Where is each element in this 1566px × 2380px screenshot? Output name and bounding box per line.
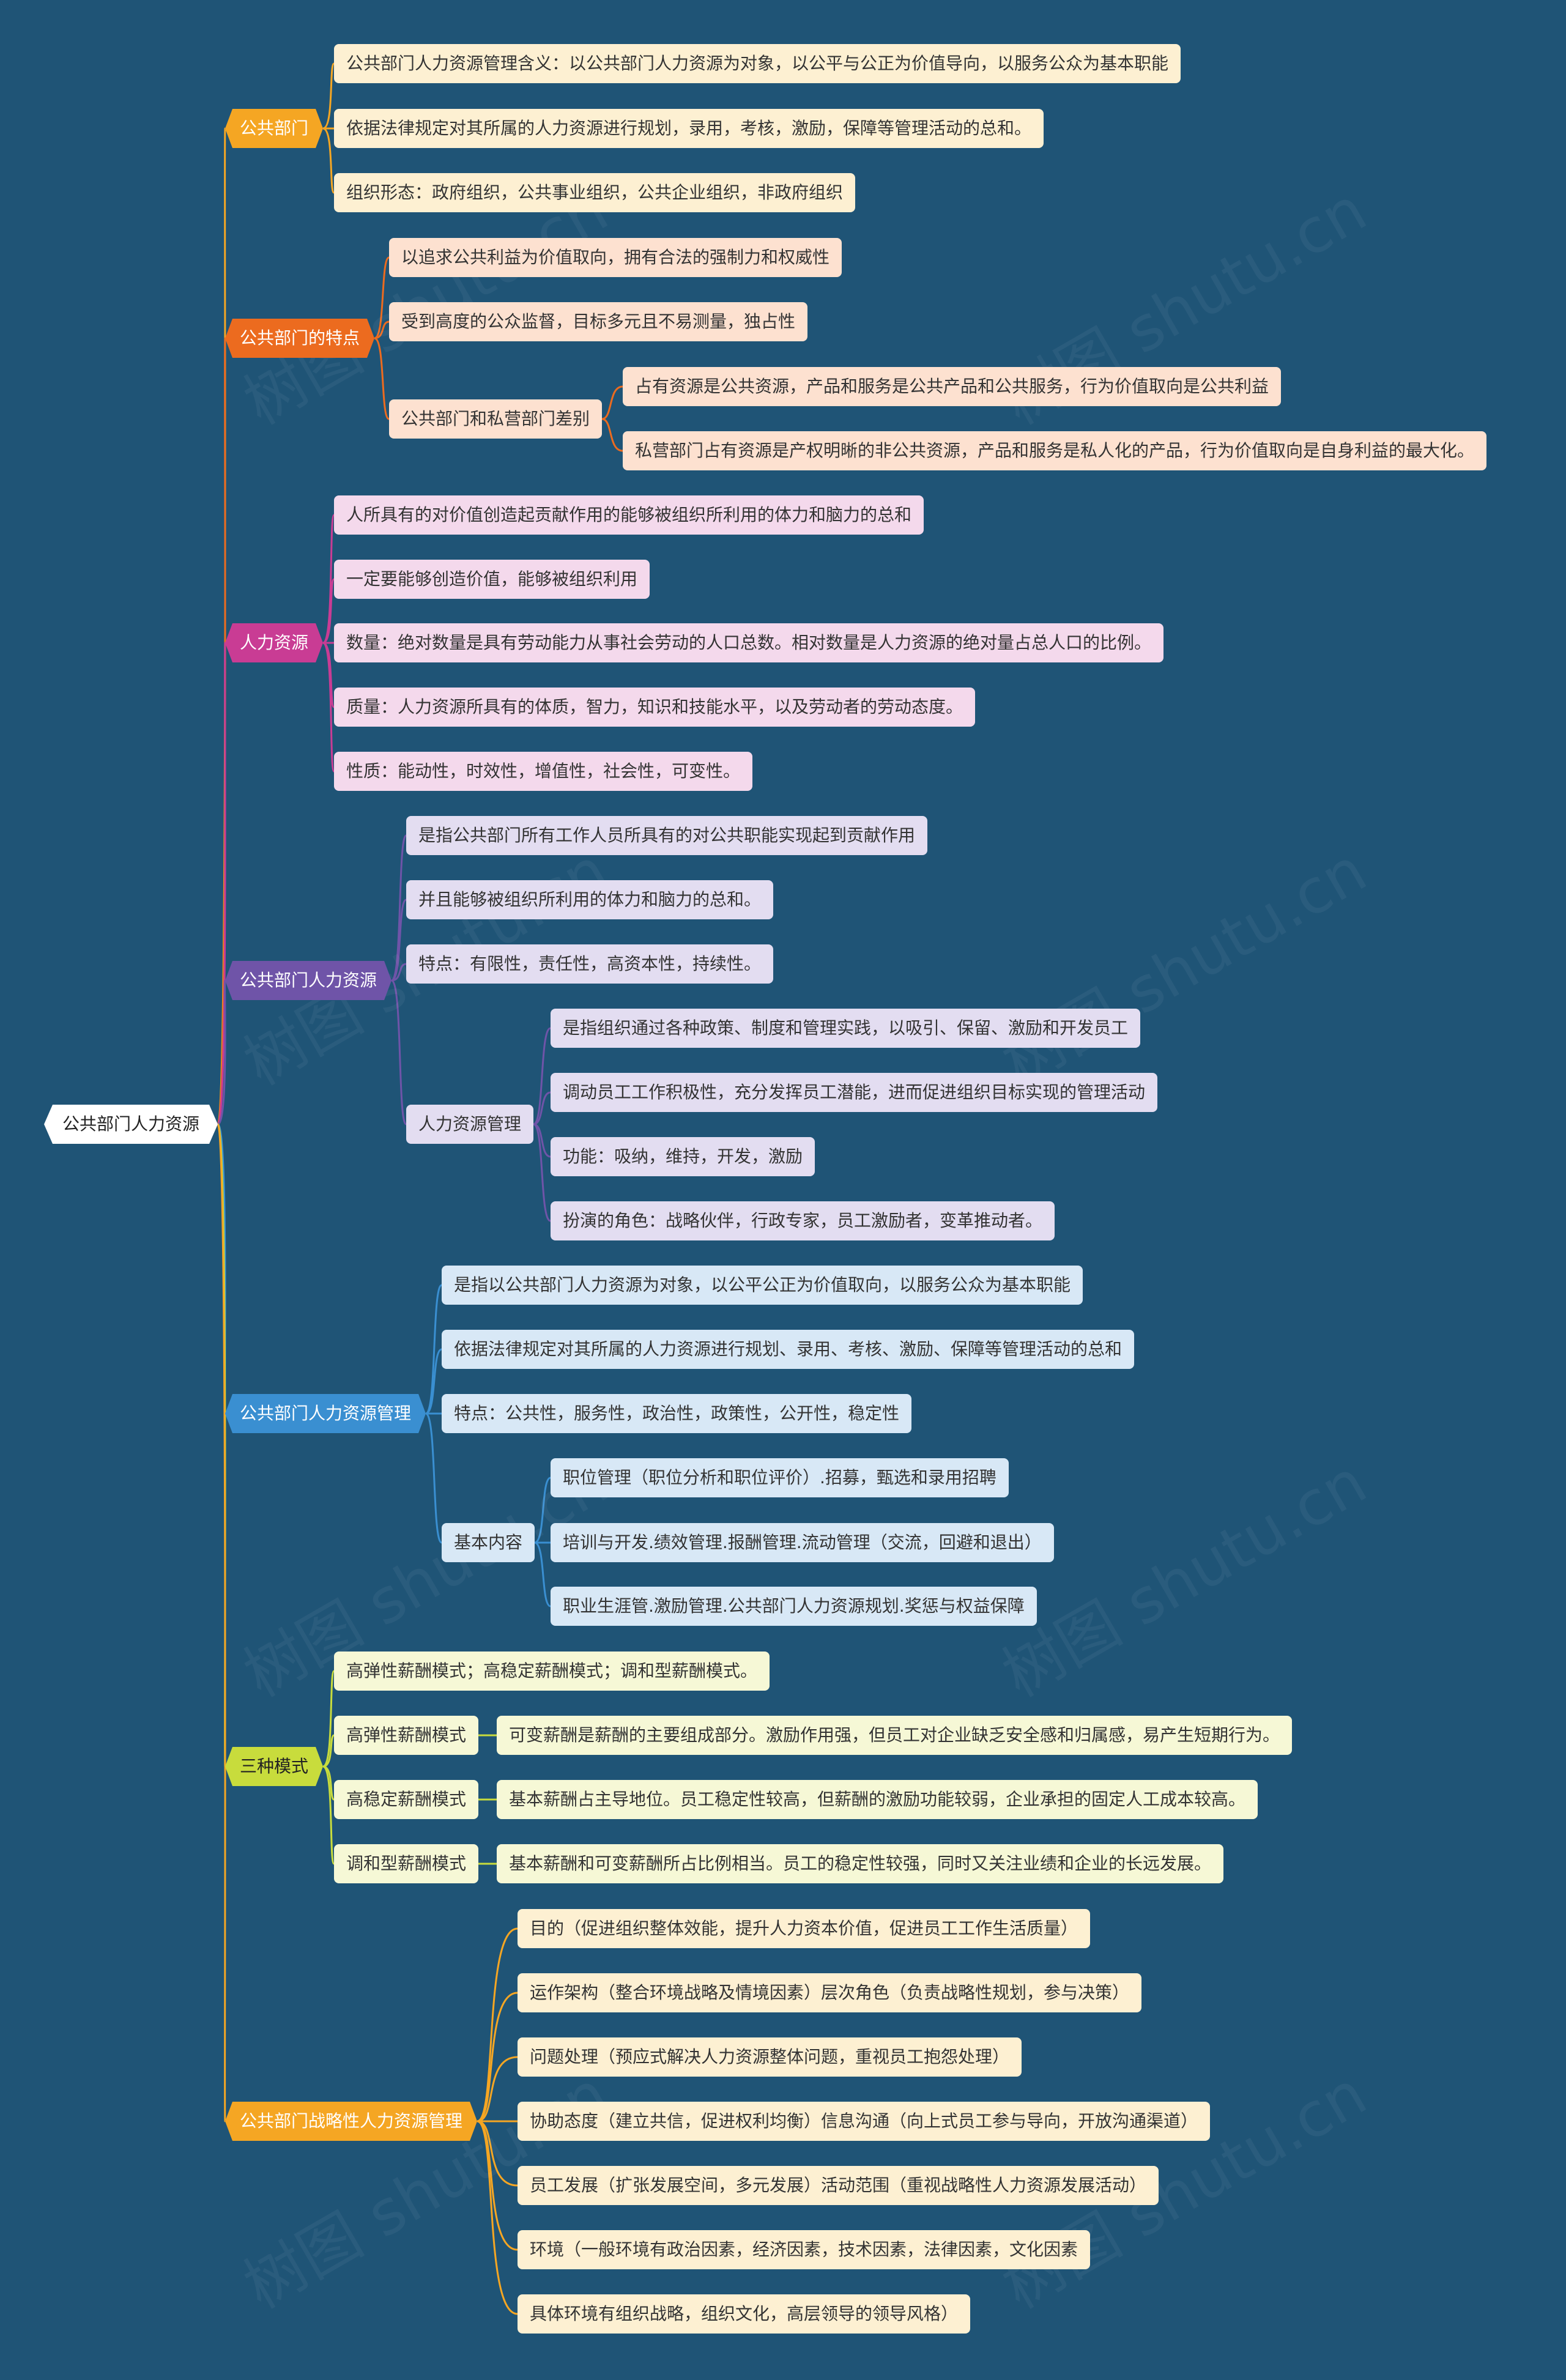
leaf-node[interactable]: 数量：绝对数量是具有劳动能力从事社会劳动的人口总数。相对数量是人力资源的绝对量占…: [334, 623, 1164, 662]
connector-line: [322, 514, 335, 644]
leaf-node[interactable]: 公共部门人力资源管理含义：以公共部门人力资源为对象，以公平与公正为价值导向，以服…: [334, 44, 1181, 83]
connector-line: [533, 1123, 551, 1222]
connector-line: [322, 62, 335, 130]
connector-line: [322, 642, 335, 708]
leaf-node[interactable]: 功能：吸纳，维持，开发，激励: [551, 1137, 815, 1176]
connector-line: [477, 1927, 518, 2122]
leaf-node[interactable]: 特点：有限性，责任性，高资本性，持续性。: [406, 944, 774, 984]
leaf-node[interactable]: 职业生涯管.激励管理.公共部门人力资源规划.奖惩与权益保障: [551, 1587, 1037, 1626]
connector-line: [390, 834, 407, 982]
root-node[interactable]: 公共部门人力资源: [44, 1105, 218, 1144]
sub-node[interactable]: 基本内容: [442, 1523, 535, 1562]
leaf-node[interactable]: 以追求公共利益为价值取向，拥有合法的强制力和权威性: [389, 238, 842, 277]
leaf-node[interactable]: 是指公共部门所有工作人员所具有的对公共职能实现起到贡献作用: [406, 816, 928, 855]
connector-line: [322, 578, 335, 644]
connector-line: [477, 2120, 518, 2187]
connector-line: [534, 1541, 551, 1607]
connector-line: [477, 2120, 518, 2315]
connector-line: [322, 1765, 335, 1865]
leaf-node[interactable]: 是指以公共部门人力资源为对象，以公平公正为价值取向，以服务公众为基本职能: [442, 1266, 1083, 1305]
connector-line: [217, 642, 226, 1125]
branch-node[interactable]: 人力资源: [225, 623, 323, 662]
sub-node[interactable]: 高弹性薪酬模式: [334, 1716, 479, 1755]
leaf-node[interactable]: 是指组织通过各种政策、制度和管理实践，以吸引、保留、激励和开发员工: [551, 1009, 1141, 1048]
sub-node[interactable]: 高稳定薪酬模式: [334, 1780, 479, 1819]
leaf-node[interactable]: 基本薪酬占主导地位。员工稳定性较高，但薪酬的激励功能较弱，企业承担的固定人工成本…: [497, 1780, 1258, 1819]
branch-node[interactable]: 公共部门人力资源: [225, 961, 392, 1000]
connector-line: [534, 1477, 551, 1544]
leaf-node[interactable]: 基本薪酬和可变薪酬所占比例相当。员工的稳定性较强，同时又关注业绩和企业的长远发展…: [497, 1844, 1224, 1883]
connector-line: [322, 1670, 335, 1768]
connector-line: [217, 1123, 226, 2122]
connector-line: [601, 418, 623, 452]
leaf-node[interactable]: 组织形态：政府组织，公共事业组织，公共企业组织，非政府组织: [334, 173, 856, 212]
connector-line: [322, 127, 335, 194]
branch-node[interactable]: 公共部门: [225, 109, 323, 148]
connector-line: [477, 1992, 518, 2122]
leaf-node[interactable]: 目的（促进组织整体效能，提升人力资本价值，促进员工工作生活质量）: [518, 1909, 1091, 1948]
leaf-node[interactable]: 员工发展（扩张发展空间，多元发展）活动范围（重视战略性人力资源发展活动）: [518, 2166, 1159, 2205]
leaf-node[interactable]: 扮演的角色：战略伙伴，行政专家，员工激励者，变革推动者。: [551, 1201, 1055, 1240]
leaf-node[interactable]: 并且能够被组织所利用的体力和脑力的总和。: [406, 880, 774, 919]
sub-node[interactable]: 人力资源管理: [406, 1105, 534, 1144]
leaf-node[interactable]: 调动员工工作积极性，充分发挥员工潜能，进而促进组织目标实现的管理活动: [551, 1073, 1158, 1112]
leaf-node[interactable]: 高弹性薪酬模式；高稳定薪酬模式；调和型薪酬模式。: [334, 1652, 770, 1691]
leaf-node[interactable]: 环境（一般环境有政治因素，经济因素，技术因素，法律因素，文化因素: [518, 2230, 1091, 2269]
leaf-node[interactable]: 受到高度的公众监督，目标多元且不易测量，独占性: [389, 302, 808, 341]
branch-node[interactable]: 公共部门人力资源管理: [225, 1394, 426, 1433]
connector-line: [477, 2056, 518, 2122]
sub-node[interactable]: 公共部门和私营部门差别: [389, 399, 603, 439]
leaf-node[interactable]: 依据法律规定对其所属的人力资源进行规划、录用、考核、激励、保障等管理活动的总和: [442, 1330, 1135, 1369]
leaf-node[interactable]: 一定要能够创造价值，能够被组织利用: [334, 560, 650, 599]
connector-line: [391, 963, 407, 982]
sub-node[interactable]: 调和型薪酬模式: [334, 1844, 479, 1883]
leaf-node[interactable]: 可变薪酬是薪酬的主要组成部分。激励作用强，但员工对企业缺乏安全感和归属感，易产生…: [497, 1716, 1293, 1755]
leaf-node[interactable]: 人所具有的对价值创造起贡献作用的能够被组织所利用的体力和脑力的总和: [334, 495, 924, 535]
leaf-node[interactable]: 具体环境有组织战略，组织文化，高层领导的领导风格）: [518, 2294, 971, 2334]
connector-line: [217, 979, 226, 1125]
leaf-node[interactable]: 职位管理（职位分析和职位评价）.招募，甄选和录用招聘: [551, 1458, 1009, 1497]
connector-line: [477, 2120, 518, 2251]
connector-line: [374, 256, 390, 339]
leaf-node[interactable]: 运作架构（整合环境战略及情境因素）层次角色（负责战略性规划，参与决策）: [518, 1973, 1142, 2012]
branch-node[interactable]: 公共部门的特点: [225, 319, 374, 358]
connector-line: [322, 1734, 335, 1768]
branch-node[interactable]: 三种模式: [225, 1747, 323, 1786]
connector-line: [425, 1284, 443, 1415]
leaf-node[interactable]: 性质：能动性，时效性，增值性，社会性，可变性。: [334, 752, 753, 791]
branch-node[interactable]: 公共部门战略性人力资源管理: [225, 2102, 477, 2141]
leaf-node[interactable]: 依据法律规定对其所属的人力资源进行规划，录用，考核，激励，保障等管理活动的总和。: [334, 109, 1044, 148]
connector-line: [425, 1348, 442, 1415]
connector-line: [425, 1412, 443, 1544]
connector-line: [533, 1123, 551, 1158]
leaf-node[interactable]: 私营部门占有资源是产权明晰的非公共资源，产品和服务是私人化的产品，行为价值取向是…: [623, 431, 1487, 470]
connector-line: [391, 899, 407, 982]
connector-line: [390, 979, 407, 1125]
connector-line: [533, 1027, 551, 1125]
leaf-node[interactable]: 质量：人力资源所具有的体质，智力，知识和技能水平，以及劳动者的劳动态度。: [334, 688, 976, 727]
leaf-node[interactable]: 占有资源是公共资源，产品和服务是公共产品和公共服务，行为价值取向是公共利益: [623, 367, 1282, 406]
leaf-node[interactable]: 培训与开发.绩效管理.报酬管理.流动管理（交流，回避和退出）: [551, 1523, 1054, 1562]
leaf-node[interactable]: 问题处理（预应式解决人力资源整体问题，重视员工抱怨处理）: [518, 2037, 1022, 2077]
connector-line: [374, 337, 390, 420]
connector-line: [533, 1091, 551, 1125]
leaf-node[interactable]: 协助态度（建立共信，促进权利均衡）信息沟通（向上式员工参与导向，开放沟通渠道）: [518, 2102, 1211, 2141]
connector-line: [374, 321, 390, 339]
connector-line: [322, 642, 335, 773]
leaf-node[interactable]: 特点：公共性，服务性，政治性，政策性，公开性，稳定性: [442, 1394, 912, 1433]
connector-line: [601, 385, 623, 420]
